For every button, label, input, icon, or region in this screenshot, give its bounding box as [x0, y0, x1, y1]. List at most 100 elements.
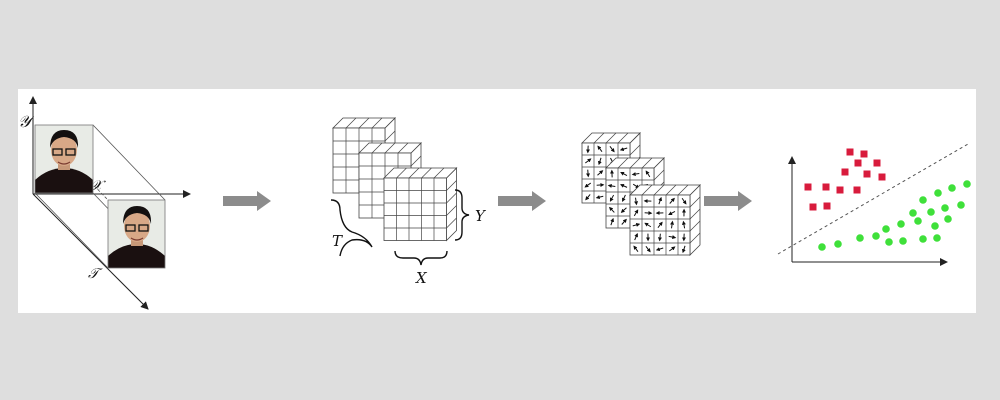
motion-vector [608, 206, 615, 213]
class-b-point [897, 220, 905, 228]
motion-vector [658, 196, 663, 205]
y-axis-label: 𝒴 [18, 112, 35, 131]
t-axis-label: 𝒯 [88, 266, 103, 282]
motion-vector [620, 207, 627, 213]
motion-vector [585, 194, 591, 201]
motion-vector [584, 182, 592, 188]
grid-slab [629, 184, 701, 256]
motion-vector [586, 169, 591, 178]
t-dimension-label: T [332, 232, 343, 250]
class-b-point [885, 238, 893, 246]
motion-vector [668, 235, 677, 240]
motion-vector [670, 220, 675, 229]
class-a-point [854, 159, 862, 167]
class-a-point [878, 173, 886, 181]
motion-vector [632, 222, 641, 227]
t-brace [330, 199, 373, 257]
class-b-point [834, 240, 842, 248]
class-b-point [919, 235, 927, 243]
motion-vector [657, 233, 662, 242]
right-arrow-icon [498, 191, 546, 211]
motion-vector [634, 197, 639, 206]
motion-vector [609, 194, 615, 202]
right-arrow-icon [704, 191, 752, 211]
class-b-point [899, 237, 907, 245]
class-a-point [853, 186, 861, 194]
feature-volume [332, 117, 458, 242]
classifier-plot [777, 143, 971, 266]
motion-feature-volume [581, 132, 701, 256]
motion-vector [657, 221, 663, 228]
motion-vector [595, 195, 604, 200]
class-b-point [914, 217, 922, 225]
class-b-point [882, 225, 890, 233]
motion-vector [668, 210, 676, 216]
class-b-point [909, 209, 917, 217]
face-photo-icon [108, 206, 165, 268]
video-axes [29, 96, 191, 310]
class-a-point [860, 150, 868, 158]
class-a-point [809, 203, 817, 211]
grid-slab [383, 167, 458, 242]
class-a-point [846, 148, 854, 156]
motion-vector [597, 145, 603, 153]
motion-vector [610, 217, 615, 226]
motion-vector [585, 158, 592, 164]
class-a-point [873, 159, 881, 167]
motion-vector [619, 147, 628, 152]
motion-vector [597, 170, 604, 176]
x-axis-label: 𝒳 [90, 178, 106, 194]
class-b-point [818, 243, 826, 251]
motion-vector [633, 209, 639, 217]
class-b-point [919, 196, 927, 204]
class-a-point [863, 170, 871, 178]
class-a-point [841, 168, 849, 176]
figure-panel [18, 89, 976, 313]
class-b-point [856, 234, 864, 242]
motion-vector [607, 183, 616, 188]
class-b-point [948, 184, 956, 192]
video-frame-2 [108, 200, 165, 268]
motion-vector [681, 220, 686, 229]
motion-vector [631, 172, 640, 177]
motion-vector [681, 245, 686, 254]
class-b-point [934, 189, 942, 197]
motion-vector [644, 222, 652, 228]
motion-vector [609, 146, 615, 153]
y-dimension-label: Y [475, 207, 487, 225]
motion-vector [645, 170, 651, 178]
class-b-point [931, 222, 939, 230]
motion-vector [620, 184, 628, 188]
class-b-point [963, 180, 971, 188]
x-dimension-label: X [415, 269, 428, 287]
class-b-point [927, 208, 935, 216]
motion-vector [681, 197, 687, 205]
motion-vector [620, 171, 628, 177]
video-frame-1 [35, 125, 93, 193]
class-a-point [804, 183, 812, 191]
class-a-point [823, 202, 831, 210]
class-a-point [822, 183, 830, 191]
x-brace [394, 250, 448, 266]
class-b-point [957, 201, 965, 209]
class-b-point [944, 215, 952, 223]
motion-vector [645, 246, 651, 253]
class-a-point [836, 186, 844, 194]
class-b-point [872, 232, 880, 240]
motion-vector [597, 157, 602, 166]
motion-vector [669, 246, 676, 252]
motion-vector [634, 232, 638, 241]
motion-vector [655, 247, 664, 252]
motion-vector [633, 245, 639, 253]
motion-vector [622, 194, 626, 202]
motion-vector [621, 218, 627, 225]
class-b-point [941, 204, 949, 212]
decision-boundary [777, 143, 969, 255]
y-brace [454, 189, 470, 241]
face-photo-icon [35, 130, 93, 193]
right-arrow-icon [223, 191, 271, 211]
t-axis-line [32, 193, 149, 310]
class-b-point [933, 234, 941, 242]
motion-vector [669, 197, 675, 204]
